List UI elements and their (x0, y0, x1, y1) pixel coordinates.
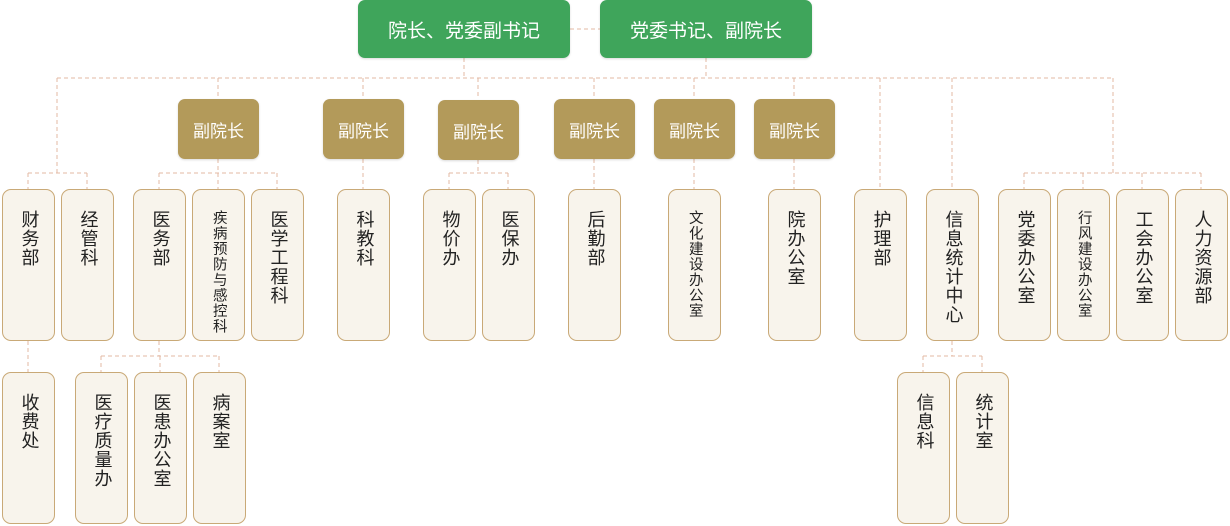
department-box: 物价办 (423, 189, 476, 341)
vice-president-label: 副院长 (338, 121, 389, 142)
department-label: 经管科 (77, 210, 99, 267)
vice-president-box: 副院长 (178, 99, 259, 159)
vice-president-box: 副院长 (654, 99, 735, 159)
department-box: 经管科 (61, 189, 114, 341)
department-label: 疾病预防与感控科 (210, 210, 227, 334)
department-box: 工会办公室 (1116, 189, 1169, 341)
department-label: 护理部 (870, 210, 892, 267)
department-box: 院办公室 (768, 189, 821, 341)
sub-department-box: 收费处 (2, 372, 55, 524)
department-label: 后勤部 (584, 210, 606, 267)
sub-department-label: 统计室 (972, 393, 994, 450)
department-box: 科教科 (337, 189, 390, 341)
vice-president-label: 副院长 (193, 121, 244, 142)
sub-department-box: 统计室 (956, 372, 1009, 524)
department-box: 党委办公室 (998, 189, 1051, 341)
president-box: 院长、党委副书记 (358, 0, 570, 58)
department-label: 院办公室 (784, 210, 806, 286)
sub-department-box: 信息科 (897, 372, 950, 524)
department-label: 工会办公室 (1132, 210, 1154, 305)
department-box: 财务部 (2, 189, 55, 341)
vice-president-label: 副院长 (453, 122, 504, 143)
department-label: 物价办 (439, 210, 461, 267)
vice-president-label: 副院长 (569, 121, 620, 142)
department-label: 行风建设办公室 (1075, 210, 1092, 319)
vice-president-label: 副院长 (769, 121, 820, 142)
department-label: 医务部 (149, 210, 171, 267)
sub-department-label: 病案室 (209, 393, 231, 450)
department-box: 人力资源部 (1175, 189, 1228, 341)
vice-president-box: 副院长 (554, 99, 635, 159)
department-box: 医保办 (482, 189, 535, 341)
department-label: 人力资源部 (1191, 210, 1213, 305)
sub-department-label: 医疗质量办 (91, 393, 113, 488)
vice-president-box: 副院长 (754, 99, 835, 159)
vice-president-label: 副院长 (669, 121, 720, 142)
department-box: 护理部 (854, 189, 907, 341)
department-label: 医学工程科 (267, 210, 289, 305)
sub-department-box: 病案室 (193, 372, 246, 524)
department-label: 财务部 (18, 210, 40, 267)
sub-department-label: 收费处 (18, 393, 40, 450)
department-label: 医保办 (498, 210, 520, 267)
party-secretary-label: 党委书记、副院长 (629, 19, 782, 42)
department-label: 信息统计中心 (942, 210, 964, 324)
department-box: 医学工程科 (251, 189, 304, 341)
vice-president-box: 副院长 (438, 100, 519, 160)
vice-president-box: 副院长 (323, 99, 404, 159)
president-label: 院长、党委副书记 (387, 19, 540, 42)
department-box: 文化建设办公室 (668, 189, 721, 341)
party-secretary-box: 党委书记、副院长 (600, 0, 812, 58)
department-box: 医务部 (133, 189, 186, 341)
department-box: 信息统计中心 (926, 189, 979, 341)
sub-department-label: 医患办公室 (150, 393, 172, 488)
department-label: 文化建设办公室 (686, 210, 703, 319)
department-box: 行风建设办公室 (1057, 189, 1110, 341)
department-label: 党委办公室 (1014, 210, 1036, 305)
department-box: 疾病预防与感控科 (192, 189, 245, 341)
department-box: 后勤部 (568, 189, 621, 341)
sub-department-label: 信息科 (913, 393, 935, 450)
department-label: 科教科 (353, 210, 375, 267)
sub-department-box: 医疗质量办 (75, 372, 128, 524)
sub-department-box: 医患办公室 (134, 372, 187, 524)
